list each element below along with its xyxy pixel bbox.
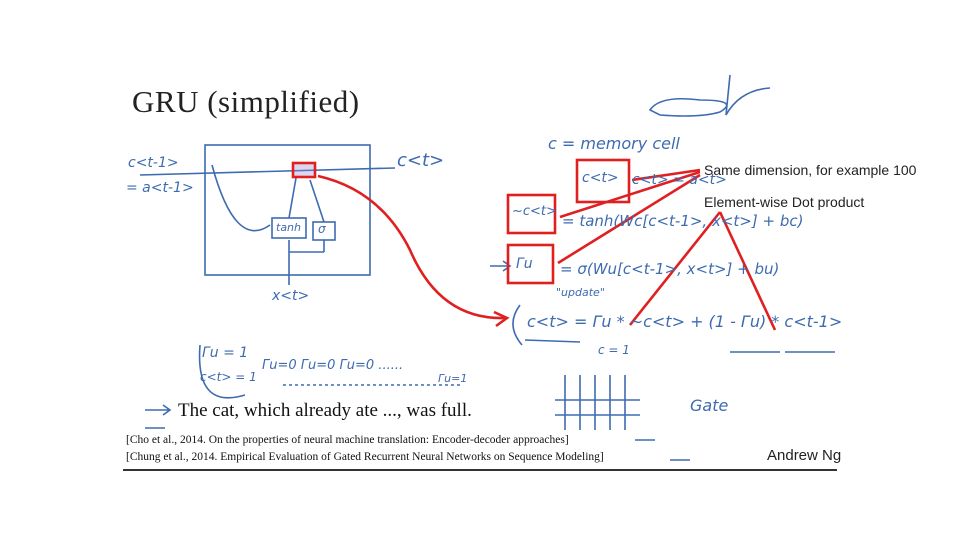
- note-same-dimension: Same dimension, for example 100: [704, 162, 917, 178]
- gamma-bottom-1-label: Γu=1: [438, 372, 468, 385]
- eq4-text: c<t> = Γu * ~c<t> + (1 - Γu) * c<t-1>: [527, 312, 843, 331]
- c-eq-1-label: c = 1: [598, 343, 630, 357]
- tanh-label: tanh: [276, 221, 301, 234]
- c-prev-label: c<t-1>: [128, 155, 179, 171]
- bottom-divider: [123, 469, 837, 471]
- note-elementwise: Element-wise Dot product: [704, 194, 865, 210]
- a-prev-label: = a<t-1>: [126, 180, 194, 196]
- gamma-box-label: Γu: [516, 256, 533, 272]
- example-sentence: The cat, which already ate ..., was full…: [178, 400, 472, 421]
- author-label: Andrew Ng: [767, 447, 842, 464]
- gru-cell-box: [204, 144, 371, 276]
- gamma-1-label: Γu = 1: [202, 345, 249, 361]
- memory-cell-label: c = memory cell: [548, 134, 680, 153]
- eq1-text: c<t> = a<t>: [632, 172, 727, 188]
- ct-highlight-box: [291, 161, 317, 179]
- ct-box-label: c<t>: [582, 170, 619, 186]
- ct-tilde-box-label: ~c<t>: [512, 204, 557, 219]
- citation-cho: [Cho et al., 2014. On the properties of …: [126, 434, 569, 446]
- slide-title: GRU (simplified): [132, 84, 360, 119]
- gamma-box: [506, 243, 555, 285]
- c-t-output: c<t>: [397, 150, 445, 171]
- citation-chung: [Chung et al., 2014. Empirical Evaluatio…: [126, 451, 604, 463]
- eq2-text: = tanh(Wc[c<t-1>, x<t>] + bc): [562, 212, 804, 230]
- sigma-label: σ: [318, 222, 326, 236]
- update-label: "update": [556, 286, 605, 299]
- curved-arrow: [317, 174, 506, 320]
- gate-label: Gate: [690, 396, 729, 415]
- c-1-label: c<t> = 1: [200, 370, 257, 384]
- ct-tilde-box: [506, 193, 557, 235]
- gamma-zero-label: Γu=0 Γu=0 Γu=0 ......: [262, 358, 404, 373]
- eq3-text: = σ(Wu[c<t-1>, x<t>] + bu): [560, 260, 780, 278]
- x-t-input: x<t>: [272, 288, 310, 304]
